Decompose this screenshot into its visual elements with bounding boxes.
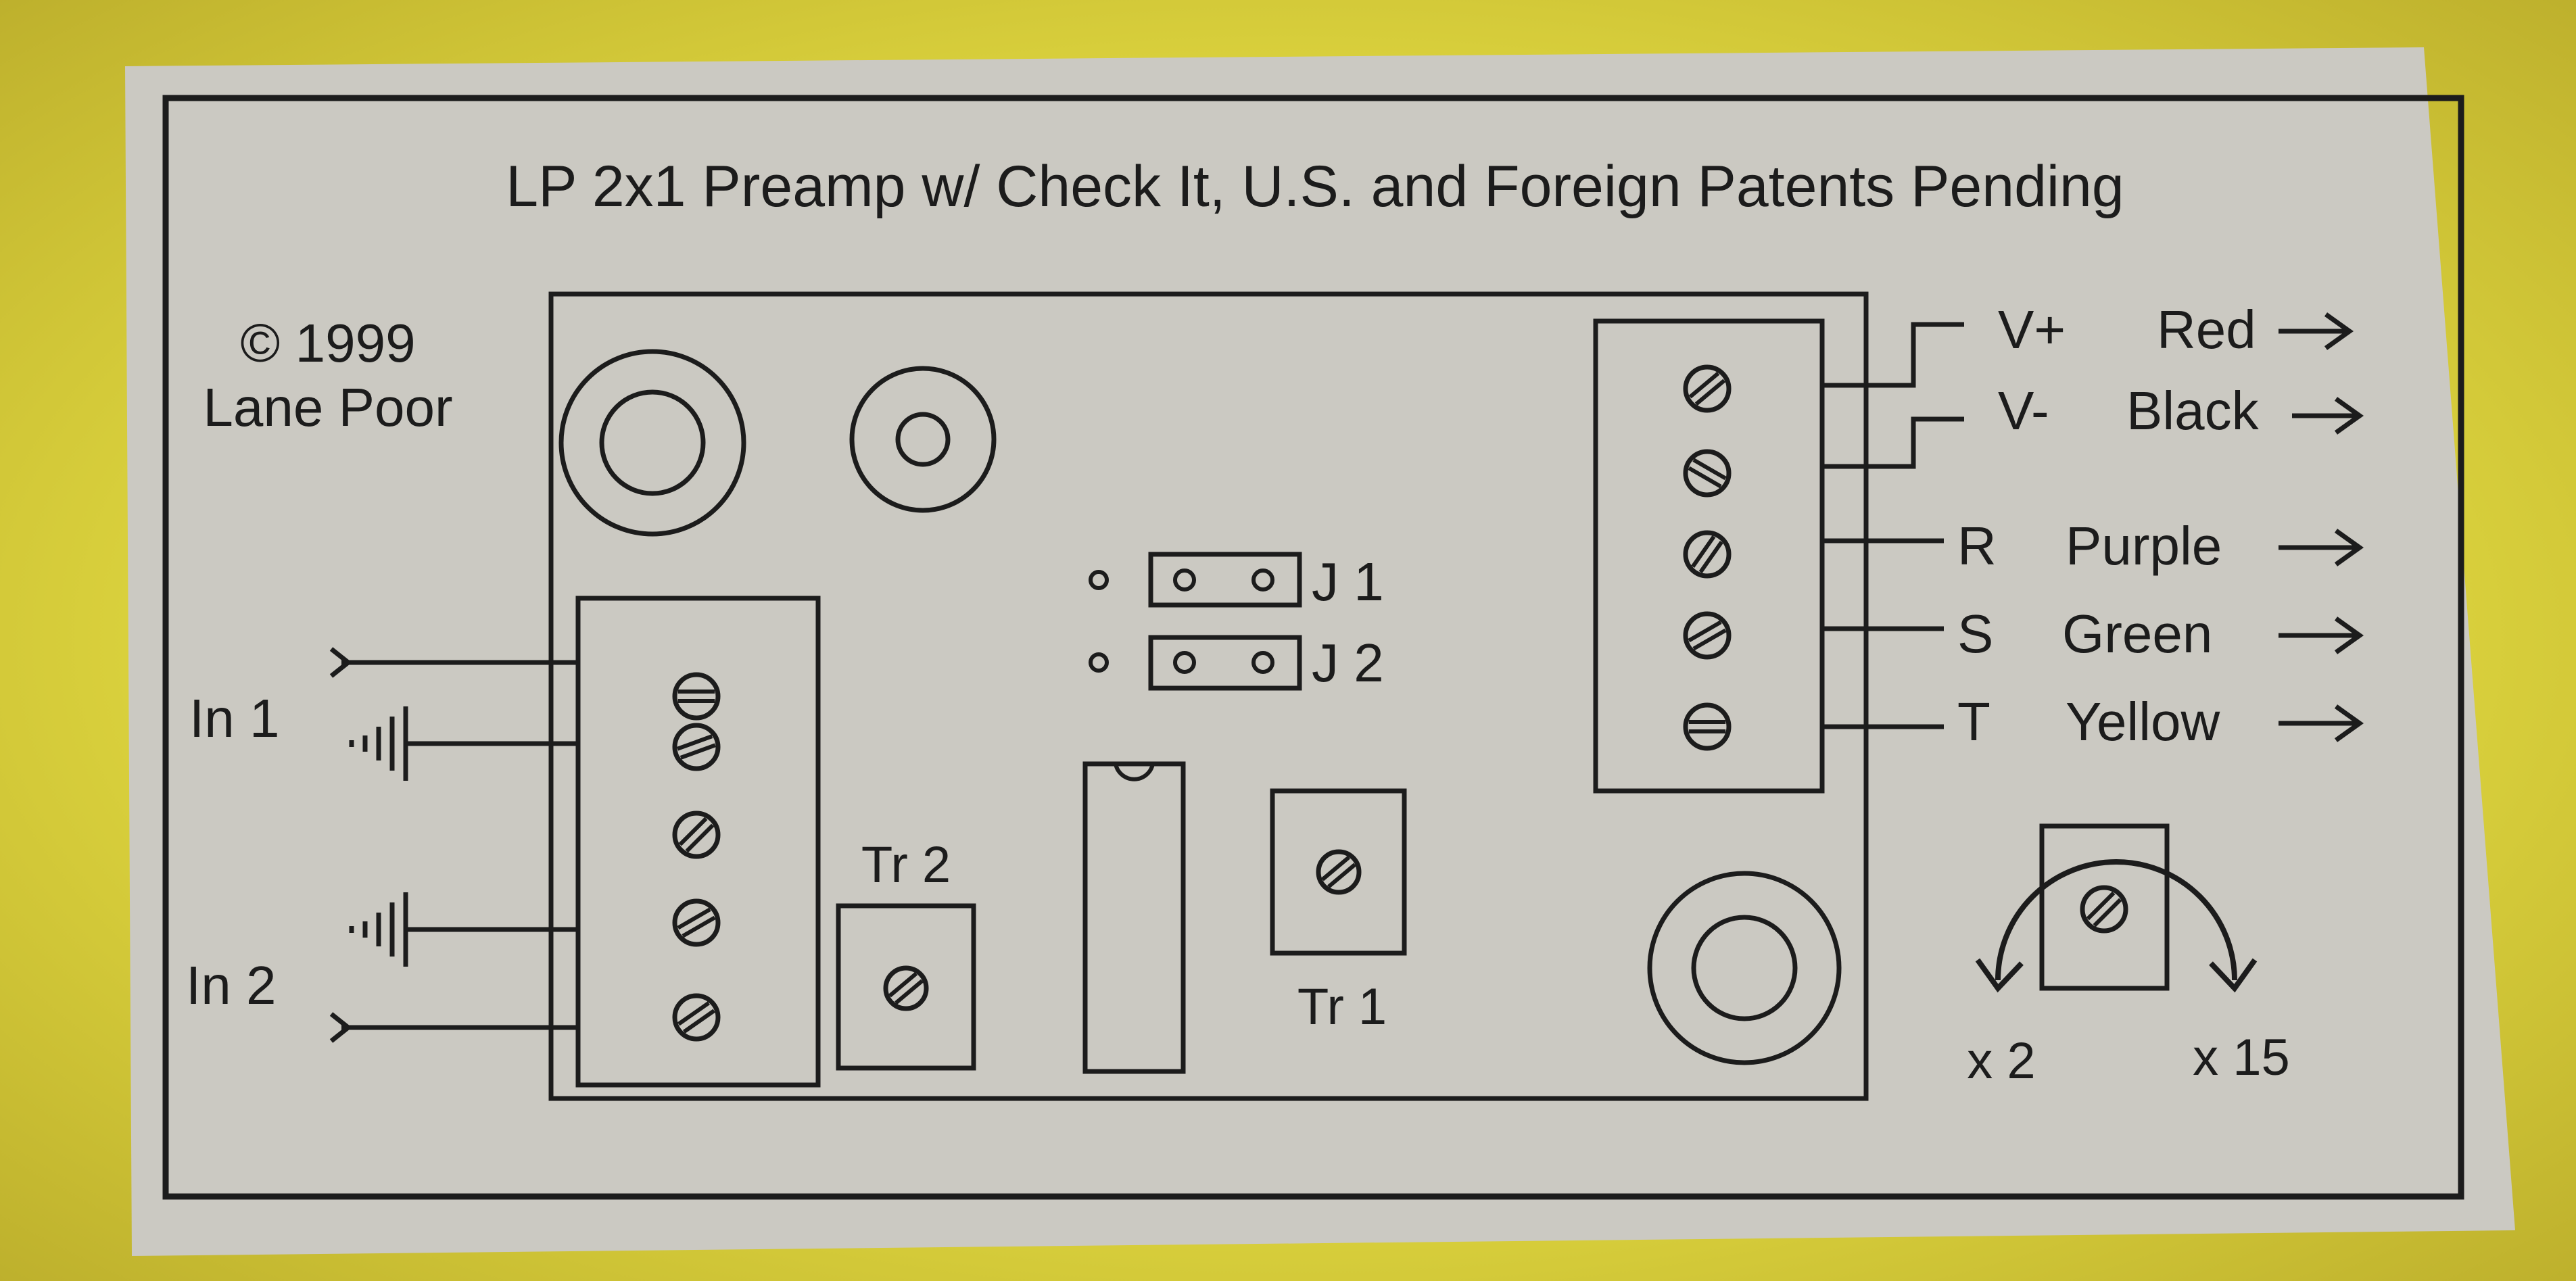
output-terminal-label: T [1957,692,1990,752]
screw-icon [672,723,721,771]
jumper-j2-label: J 2 [1312,633,1384,693]
screw-icon [672,811,721,859]
title: LP 2x1 Preamp w/ Check It, U.S. and Fore… [506,154,2124,219]
screw-icon [1683,364,1732,413]
jumper-j2 [1089,635,1302,691]
screw-icon [1683,702,1732,751]
jumper-j1-label: J 1 [1312,552,1384,612]
trimmer-tr2-screw-icon [883,965,929,1011]
output-color-label: Yellow [2066,692,2220,752]
arrow-right-icon [2279,617,2364,654]
rotation-arc-icon [1995,859,2237,981]
jack-output [1647,871,1842,1065]
screw-icon [672,993,721,1042]
trimmer-tr1 [1270,788,1407,956]
output-row-vminus: V- Black [1998,381,2364,441]
arrow-down-left-icon [1975,958,2024,993]
input-1-label: In 1 [189,688,279,748]
output-terminal-label: V+ [1998,299,2066,360]
copyright-year: © 1999 [240,313,415,373]
output-terminal-block [1593,318,1825,794]
jack-small [849,366,997,513]
screw-icon [1683,530,1732,579]
output-color-label: Red [2157,299,2256,360]
arrow-right-icon [2279,529,2364,566]
output-row-t: T Yellow [1957,692,2364,752]
gain-trimmer [2039,823,2170,991]
input-2-label: In 2 [186,955,276,1015]
arrow-down-right-icon [2209,958,2258,993]
screw-icon [1683,611,1732,660]
ground-symbol-in2 [349,892,408,967]
arrow-right-icon [2292,397,2364,435]
screw-icon [672,672,721,721]
input-terminal-block [575,596,821,1088]
trimmer-tr2-label: Tr 2 [861,836,951,894]
output-row-s: S Green [1957,604,2364,664]
ic-chip [1082,761,1186,1074]
gain-max-label: x 15 [2193,1029,2290,1086]
output-color-label: Green [2062,604,2212,664]
label-card [125,47,2515,1256]
output-terminal-screws [1683,364,1732,751]
trimmer-tr1-label: Tr 1 [1297,978,1387,1036]
trimmer-tr2 [836,903,976,1071]
screw-icon [1683,449,1732,498]
label-paper [125,47,2515,1256]
jack-large [558,349,746,537]
gain-adjust-symbol [1975,823,2258,993]
output-wiring [1822,322,1964,729]
ground-symbol-in1 [349,706,408,781]
input-wiring [329,647,578,1043]
screw-icon [672,898,721,947]
gain-trimmer-screw-icon [2080,885,2128,934]
copyright-author: Lane Poor [203,377,452,437]
output-row-r: R Purple [1957,516,2364,576]
arrow-right-icon [2279,704,2364,742]
output-terminal-label: R [1957,516,1997,576]
board-outline [548,291,1869,1101]
output-row-vplus: V+ Red [1998,299,2354,360]
arrow-right-icon [2279,312,2354,350]
label-outer-border [162,95,2464,1200]
gain-min-label: x 2 [1967,1032,2035,1090]
trimmer-tr1-screw-icon [1316,849,1362,895]
jumper-j1 [1089,552,1302,608]
output-color-label: Black [2126,381,2260,441]
output-color-label: Purple [2066,516,2222,576]
output-terminal-label: V- [1998,381,2049,441]
input-terminal-screws [672,672,721,1042]
output-terminal-label: S [1957,604,1993,664]
